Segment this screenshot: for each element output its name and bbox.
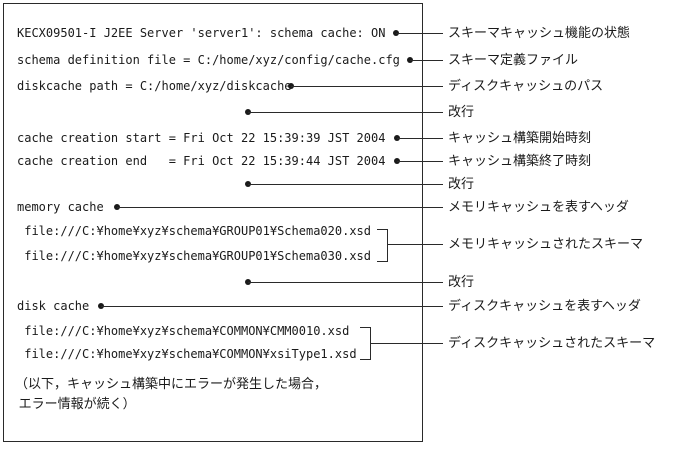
callout-line bbox=[248, 112, 443, 113]
log-line-disk-file-1: file:///C:¥home¥xyz¥schema¥COMMON¥CMM001… bbox=[17, 324, 350, 338]
callout-line bbox=[396, 33, 443, 34]
callout-line bbox=[370, 343, 443, 344]
callout-line bbox=[397, 161, 443, 162]
annotation-cache-start-time: キャッシュ構築開始時刻 bbox=[448, 130, 592, 145]
log-line-diskcache-path: diskcache path = C:/home/xyz/diskcache bbox=[17, 79, 292, 93]
callout-line bbox=[117, 207, 443, 208]
callout-line bbox=[248, 282, 443, 283]
annotation-diskcache-path: ディスクキャッシュのパス bbox=[448, 78, 604, 93]
log-line-memory-header: memory cache bbox=[17, 200, 104, 214]
log-line-creation-start: cache creation start = Fri Oct 22 15:39:… bbox=[17, 131, 386, 145]
memory-schema-bracket bbox=[377, 229, 388, 262]
callout-line bbox=[410, 60, 443, 61]
log-line-disk-header: disk cache bbox=[17, 299, 90, 313]
annotation-cache-end-time: キャッシュ構築終了時刻 bbox=[448, 153, 592, 168]
log-line-disk-file-2: file:///C:¥home¥xyz¥schema¥COMMON¥xsiTyp… bbox=[17, 347, 357, 361]
annotation-memory-cache-header: メモリキャッシュを表すヘッダ bbox=[448, 199, 629, 214]
log-line-memory-file-2: file:///C:¥home¥xyz¥schema¥GROUP01¥Schem… bbox=[17, 249, 372, 263]
annotation-linebreak-2: 改行 bbox=[448, 176, 475, 191]
log-line-schema-def: schema definition file = C:/home/xyz/con… bbox=[17, 53, 400, 67]
log-output-box bbox=[3, 3, 423, 442]
annotation-linebreak-1: 改行 bbox=[448, 104, 475, 119]
annotation-linebreak-3: 改行 bbox=[448, 274, 475, 289]
callout-line bbox=[248, 184, 443, 185]
log-line-memory-file-1: file:///C:¥home¥xyz¥schema¥GROUP01¥Schem… bbox=[17, 224, 372, 238]
log-line-message: KECX09501-I J2EE Server 'server1': schem… bbox=[17, 26, 386, 40]
log-line-creation-end: cache creation end = Fri Oct 22 15:39:44… bbox=[17, 154, 386, 168]
annotation-disk-cache-header: ディスクキャッシュを表すヘッダ bbox=[448, 298, 641, 313]
annotation-schema-def-file: スキーマ定義ファイル bbox=[448, 52, 579, 67]
error-note-line-2: エラー情報が続く） bbox=[15, 396, 136, 411]
callout-line bbox=[291, 86, 443, 87]
callout-line bbox=[397, 138, 443, 139]
annotation-disk-cached-schema: ディスクキャッシュされたスキーマ bbox=[448, 335, 656, 350]
error-note-line-1: （以下，キャッシュ構築中にエラーが発生した場合， bbox=[15, 376, 328, 391]
annotation-memory-cached-schema: メモリキャッシュされたスキーマ bbox=[448, 236, 644, 251]
callout-line bbox=[387, 244, 443, 245]
annotation-schema-cache-state: スキーマキャッシュ機能の状態 bbox=[448, 25, 631, 40]
callout-line bbox=[101, 306, 443, 307]
